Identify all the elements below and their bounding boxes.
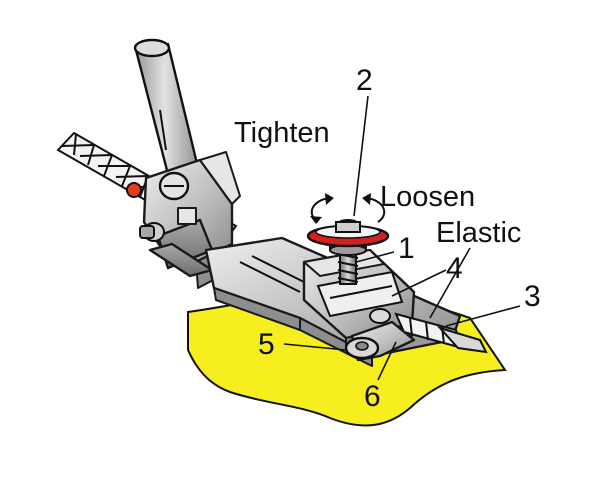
label-tighten: Tighten	[234, 117, 330, 149]
leader-lines	[283, 95, 521, 381]
label-4: 4	[446, 252, 463, 285]
guide-lever	[344, 308, 416, 362]
tension-screw	[306, 219, 390, 285]
label-loosen: Loosen	[380, 181, 475, 213]
side-screw-icon	[158, 171, 190, 201]
label-2: 2	[356, 64, 373, 97]
left-knob-icon	[139, 222, 165, 242]
presser-shank	[133, 38, 202, 184]
rotate-arrows-icon	[310, 193, 386, 224]
elastic-strip-front	[394, 312, 488, 354]
red-pin-icon	[126, 182, 142, 198]
label-5: 5	[258, 328, 275, 361]
label-1: 1	[398, 232, 415, 265]
label-3: 3	[524, 280, 541, 313]
label-elastic: Elastic	[436, 217, 521, 249]
label-6: 6	[364, 380, 381, 413]
